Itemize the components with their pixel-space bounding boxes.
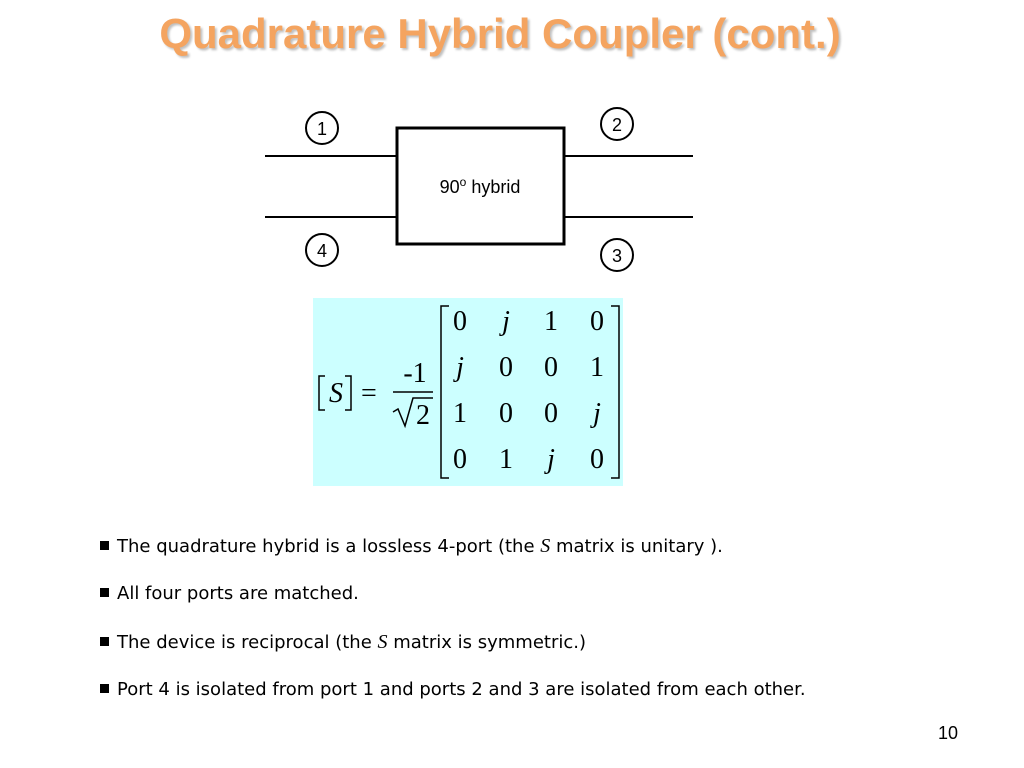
svg-text:2: 2 xyxy=(612,115,622,135)
matrix-cell-r1-c2: j xyxy=(499,306,510,337)
matrix-cell-r4-c4: 0 xyxy=(590,444,604,475)
matrix-bracket-left xyxy=(440,305,449,479)
matrix-cell-r3-c2: 0 xyxy=(499,398,513,429)
bullet-marker-icon xyxy=(100,636,109,646)
port-3-marker: 3 xyxy=(600,238,634,272)
matrix-background xyxy=(313,298,623,486)
fraction-denominator: 2 xyxy=(416,400,430,431)
svg-text:1: 1 xyxy=(317,119,327,139)
matrix-cell-r2-c3: 0 xyxy=(544,352,558,383)
bullet-text-sym: S xyxy=(540,535,551,557)
hybrid-block-label: 90o hybrid xyxy=(440,175,521,197)
bullet-item: The device is reciprocal (the S matrix i… xyxy=(100,628,1000,676)
port-4-marker: 4 xyxy=(305,233,339,267)
bullet-text-sym: S xyxy=(377,631,388,653)
matrix-cell-r1-c3: 1 xyxy=(544,306,558,337)
bullet-list: The quadrature hybrid is a lossless 4-po… xyxy=(100,532,1000,724)
bullet-text-pre: The device is reciprocal (the xyxy=(117,632,378,653)
bullet-text-pre: All four ports are matched. xyxy=(117,583,359,604)
matrix-cell-r4-c3: j xyxy=(544,444,555,475)
matrix-cell-r1-c4: 0 xyxy=(590,306,604,337)
bullet-item: Port 4 is isolated from port 1 and ports… xyxy=(100,676,1000,724)
svg-text:4: 4 xyxy=(317,241,327,261)
lhs-symbol: S xyxy=(329,378,343,409)
hybrid-block xyxy=(395,126,566,246)
matrix-cell-r2-c2: 0 xyxy=(499,352,513,383)
lhs-bracket-right xyxy=(345,375,352,411)
fraction-numerator: -1 xyxy=(403,358,426,389)
matrix-cell-r2-c4: 1 xyxy=(590,352,604,383)
port-1-marker: 1 xyxy=(305,111,339,145)
bullet-text-pre: The quadrature hybrid is a lossless 4-po… xyxy=(117,536,541,557)
hybrid-diagram: 90o hybrid 1 2 3 4 xyxy=(265,107,693,272)
bullet-item: The quadrature hybrid is a lossless 4-po… xyxy=(100,532,1000,580)
equals-sign: = xyxy=(361,378,377,409)
bullet-text-post: matrix is symmetric.) xyxy=(387,632,586,653)
bullet-marker-icon xyxy=(100,587,109,597)
svg-text:3: 3 xyxy=(612,246,622,266)
matrix-cell-r1-c1: 0 xyxy=(453,306,467,337)
bullet-item: All four ports are matched. xyxy=(100,580,1000,628)
bullet-marker-icon xyxy=(100,540,109,550)
matrix-cell-r4-c2: 1 xyxy=(499,444,513,475)
matrix-cell-r3-c4: j xyxy=(590,398,601,429)
matrix-cell-r4-c1: 0 xyxy=(453,444,467,475)
port-2-marker: 2 xyxy=(600,107,634,141)
bullet-marker-icon xyxy=(100,683,109,693)
matrix-cell-r3-c1: 1 xyxy=(453,398,467,429)
matrix-bracket-right xyxy=(611,305,620,479)
bullet-text-post: matrix is unitary ). xyxy=(550,536,723,557)
sqrt-sign xyxy=(392,397,433,429)
lhs-bracket-left xyxy=(318,375,325,411)
matrix-cell-r2-c1: j xyxy=(453,352,464,383)
bullet-text-pre: Port 4 is isolated from port 1 and ports… xyxy=(117,679,806,700)
page-number: 10 xyxy=(938,723,959,743)
slide-title: Quadrature Hybrid Coupler (cont.) xyxy=(159,10,841,57)
matrix-cell-r3-c3: 0 xyxy=(544,398,558,429)
